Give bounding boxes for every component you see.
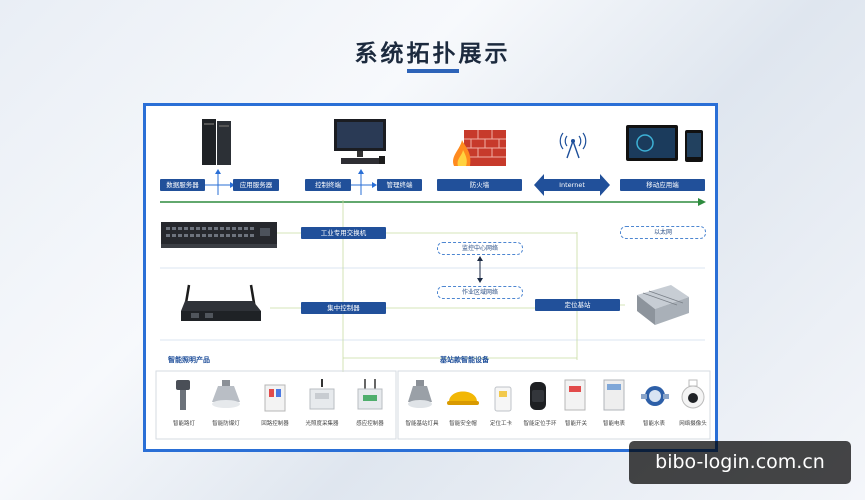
watermark: bibo-login.com.cn	[629, 441, 851, 484]
product-label: 光照度采集器	[298, 419, 346, 427]
product-label: 智能电表	[597, 419, 631, 427]
product-label: 智能开关	[560, 419, 592, 427]
base-station-lamp-icon	[405, 378, 435, 412]
wristband-icon	[524, 381, 552, 411]
smart-switch-icon	[563, 378, 587, 412]
product-label: 智能路灯	[166, 419, 202, 427]
product-label: 智能防爆灯	[206, 419, 246, 427]
ip-camera-icon	[680, 379, 706, 411]
product-label: 感应控制器	[348, 419, 392, 427]
product-label: 智能安全帽	[443, 419, 483, 427]
product-label: 智能定位手环	[518, 419, 562, 427]
light-sensor-icon	[307, 377, 337, 411]
explosion-proof-lamp-icon	[210, 378, 242, 410]
street-lamp-icon	[172, 378, 196, 412]
id-card-icon	[493, 383, 513, 413]
water-meter-icon	[640, 382, 670, 412]
product-label: 定位工卡	[484, 419, 518, 427]
safety-helmet-icon	[446, 380, 480, 410]
sensor-controller-icon	[355, 377, 385, 411]
electric-meter-icon	[602, 378, 626, 412]
product-label: 智能基站灯具	[400, 419, 444, 427]
product-label: 智能水表	[637, 419, 671, 427]
loop-controller-icon	[263, 381, 287, 413]
product-label: 网络摄像头	[671, 419, 715, 427]
product-label: 回路控制器	[255, 419, 295, 427]
